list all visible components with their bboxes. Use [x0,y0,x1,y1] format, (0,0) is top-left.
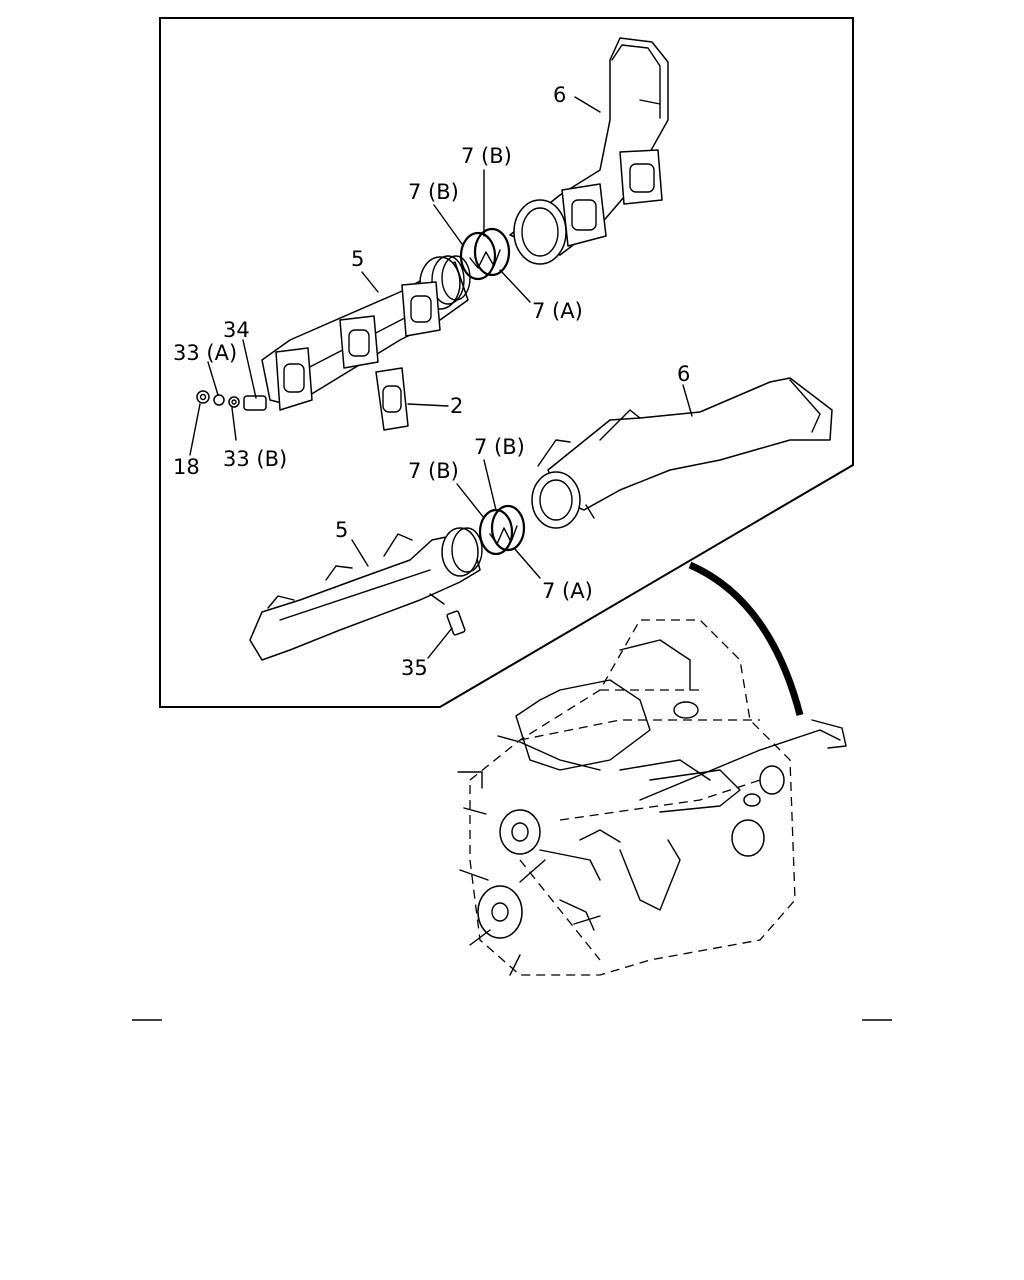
callout-upper-part-6: 6 [553,83,567,107]
callout-lower-part-5: 5 [335,518,349,542]
lower-leader-lines [351,384,693,659]
callout-lower-ring-7b-right: 7 (B) [474,435,525,459]
callout-lower-part-6: 6 [677,362,691,386]
lower-seal-rings [478,504,526,556]
upper-rear-manifold [509,37,669,265]
gasket [375,367,409,431]
upper-front-manifold [261,255,471,411]
engine-overview [457,561,847,976]
callout-lower-ring-7a: 7 (A) [542,579,593,603]
callout-upper-ring-7a: 7 (A) [532,299,583,323]
lower-front-manifold [249,527,483,661]
callout-upper-part-5: 5 [351,247,365,271]
stud-nut-washers [196,390,267,411]
detail-frame [159,17,854,708]
callout-upper-ring-7b-right: 7 (B) [461,144,512,168]
lower-rear-manifold [531,377,833,529]
callout-part-35: 35 [401,656,428,680]
callout-upper-ring-7b-left: 7 (B) [408,180,459,204]
callout-lower-ring-7b-left: 7 (B) [408,459,459,483]
upper-leader-lines [189,96,601,456]
callout-part-34: 34 [223,318,250,342]
callout-part-2: 2 [450,394,464,418]
callout-part-18: 18 [173,455,200,479]
upper-seal-rings [459,227,511,281]
callout-part-33b: 33 (B) [223,447,288,471]
callout-part-33a: 33 (A) [173,341,238,365]
